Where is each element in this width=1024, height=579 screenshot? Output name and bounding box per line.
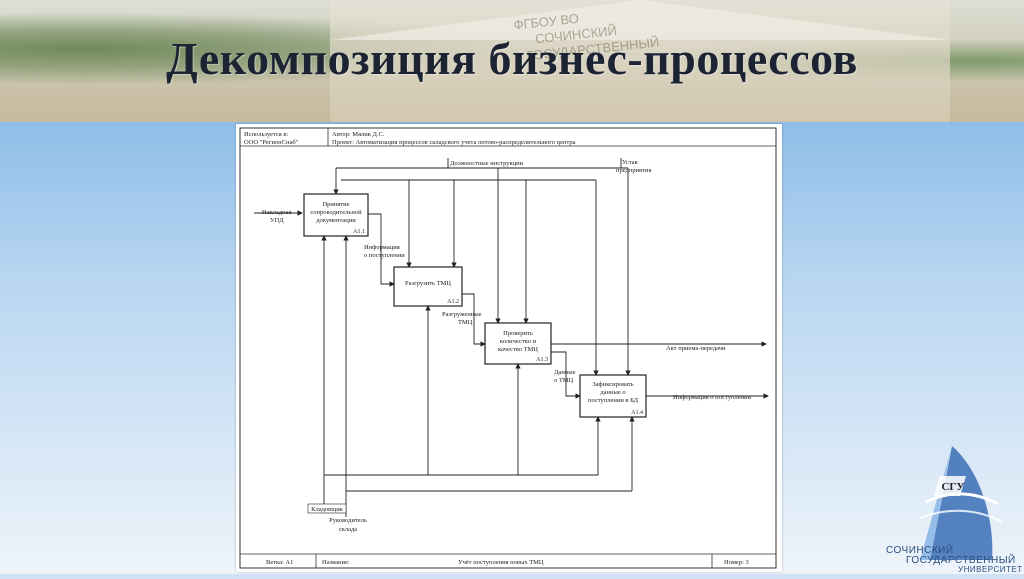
footer-diagram-name: Учёт поступления новых ТМЦ bbox=[458, 559, 544, 566]
label-tmc-data-2: о ТМЦ bbox=[554, 377, 574, 384]
logo-line-3: УНИВЕРСИТЕТ bbox=[958, 565, 1023, 574]
a14-line-2: данные о bbox=[600, 389, 625, 396]
sail-emblem-icon: СГУ bbox=[919, 446, 1003, 560]
header-organization: ООО "РегионСнаб" bbox=[244, 139, 299, 146]
footer-name-label: Название: bbox=[322, 559, 350, 566]
label-tmc-data-1: Данные bbox=[554, 369, 576, 376]
header-author: Автор: Мялик Д.С. bbox=[332, 131, 385, 138]
a13-line-1: Проверить bbox=[503, 330, 533, 337]
a11-line-1: Принятие bbox=[322, 201, 349, 208]
diagram-frame bbox=[239, 127, 777, 569]
footer-number: Номер: 3 bbox=[724, 559, 749, 566]
a13-line-2: количество и bbox=[500, 338, 537, 345]
slide-title: Декомпозиция бизнес-процессов bbox=[166, 33, 858, 84]
flow-a12-a13 bbox=[462, 293, 486, 347]
label-unloaded-2: ТМЦ bbox=[458, 319, 473, 326]
logo-line-1: СОЧИНСКИЙ bbox=[886, 545, 954, 556]
label-unloaded-1: Разгруженные bbox=[442, 311, 482, 318]
activity-box-a13: Проверить количество и качество ТМЦ А1.3 bbox=[484, 322, 552, 365]
label-receipt-info-1: Информация bbox=[364, 244, 400, 251]
activity-box-a14: Зафиксировать данные о поступлении в БД … bbox=[579, 374, 647, 418]
label-waybill-1: Накладная bbox=[262, 209, 292, 216]
a12-line-1: Разгрузить ТМЦ bbox=[405, 280, 451, 287]
footer-node: Ветка: А1 bbox=[266, 559, 293, 566]
header-used-in: Используется в: bbox=[244, 131, 288, 138]
logo-abbr: СГУ bbox=[941, 481, 964, 493]
a11-line-2: сопроводительной bbox=[310, 209, 362, 216]
a14-code: А1.4 bbox=[631, 410, 643, 416]
storekeeper-label-box bbox=[307, 503, 347, 514]
label-storekeeper: Кладовщик bbox=[311, 506, 344, 513]
activity-box-a12: Разгрузить ТМЦ А1.2 bbox=[393, 266, 463, 307]
header-project: Проект: Автоматизация процессов складско… bbox=[332, 139, 576, 146]
a11-code: А1.1 bbox=[353, 229, 365, 235]
a14-line-3: поступлении в БД bbox=[588, 397, 639, 404]
university-logo: СГУ СОЧИНСКИЙ ГОСУДАРСТВЕННЫЙ УНИВЕРСИТЕ… bbox=[880, 440, 1024, 574]
label-charter-1: Устав bbox=[622, 159, 638, 166]
a13-line-3: качество ТМЦ bbox=[498, 346, 538, 353]
a14-line-1: Зафиксировать bbox=[592, 381, 633, 388]
control-arrows bbox=[333, 158, 631, 376]
label-manager-2: склада bbox=[339, 526, 357, 533]
building-roof bbox=[330, 0, 950, 40]
idef0-diagram-sheet: Используется в: ООО "РегионСнаб" Автор: … bbox=[236, 124, 782, 572]
header-photo-band: ФГБОУ ВО СОЧИНСКИЙ ГОСУДАРСТВЕННЫЙ Деком… bbox=[0, 0, 1024, 122]
a11-line-3: документации bbox=[316, 217, 356, 224]
label-instructions: Должностные инструкции bbox=[450, 160, 524, 167]
flow-a13-a14 bbox=[551, 351, 581, 399]
a12-code: А1.2 bbox=[447, 299, 459, 305]
activity-box-a11: Принятие сопроводительной документации А… bbox=[303, 193, 369, 237]
idef0-diagram: Используется в: ООО "РегионСнаб" Автор: … bbox=[239, 127, 777, 569]
label-receipt-info-2: о поступлении bbox=[364, 252, 405, 259]
label-charter-2: предприятия bbox=[616, 167, 651, 174]
mechanism-arrows bbox=[321, 235, 635, 517]
flow-arrows bbox=[368, 213, 769, 399]
logo-line-2: ГОСУДАРСТВЕННЫЙ bbox=[906, 555, 1016, 566]
label-manager-1: Руководитель bbox=[329, 517, 367, 524]
label-waybill-2: УПД bbox=[270, 217, 284, 224]
a13-code: А1.3 bbox=[536, 357, 548, 363]
flow-a11-a12 bbox=[368, 213, 395, 287]
label-acceptance-act: Акт приема-передачи bbox=[666, 345, 726, 352]
label-receipt-info-out: Информация о поступлении bbox=[673, 394, 752, 401]
